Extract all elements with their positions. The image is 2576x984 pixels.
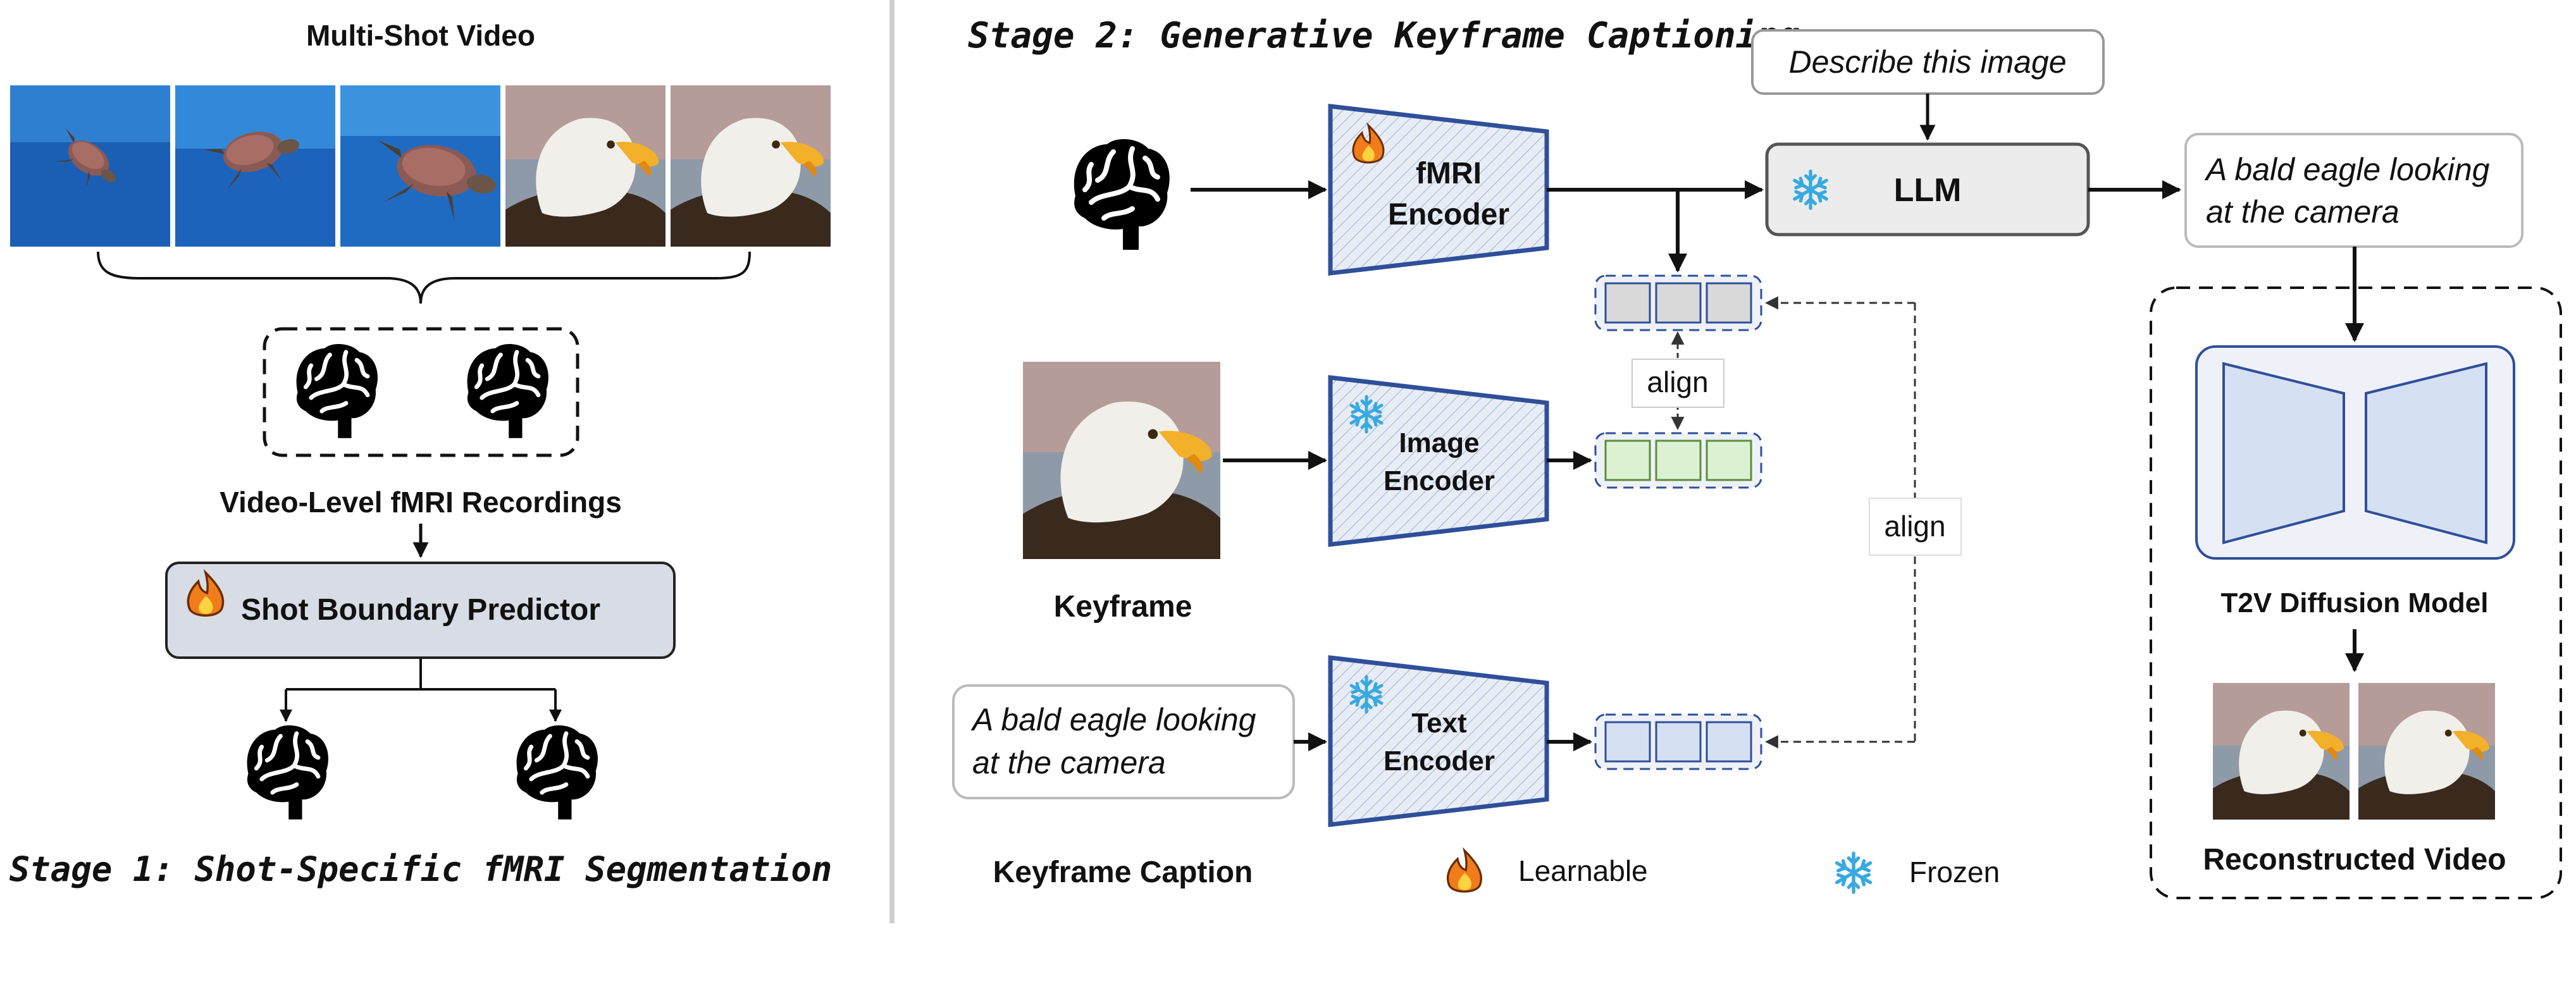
reconstructed-label: Reconstructed Video <box>2203 843 2506 876</box>
stage1-title: Stage 1: Shot-Specific fMRI Segmentation <box>9 849 832 889</box>
align-outer-box <box>1869 498 1962 556</box>
align-inner-box <box>1632 359 1725 408</box>
snowflake-icon <box>1837 853 1871 892</box>
video-frame-eagle-1 <box>505 85 666 247</box>
brain-icon <box>247 725 328 820</box>
keyframe-image <box>1023 362 1220 559</box>
video-brace <box>97 251 751 304</box>
brain-icon <box>517 725 598 820</box>
multi-shot-video-header: Multi-Shot Video <box>306 19 535 52</box>
stage2-panel: Stage 2: Generative Keyframe Captioning … <box>952 15 2562 899</box>
fmri-recordings-box <box>263 327 579 457</box>
legend-caption-label: Keyframe Caption <box>993 856 1253 889</box>
video-frame-turtle-1 <box>10 85 170 247</box>
image-tokens <box>1594 432 1762 489</box>
reconstructed-frame-2 <box>2358 683 2495 820</box>
image-encoder-label-1: Image <box>1399 427 1479 458</box>
align-inner-label: align <box>1647 366 1708 398</box>
reconstructed-frame-1 <box>2213 683 2350 820</box>
keyframe-label: Keyframe <box>1054 590 1192 624</box>
text-encoder-label-2: Encoder <box>1384 746 1495 777</box>
stage1-panel: Multi-Shot Video <box>9 19 832 889</box>
stage2-title: Stage 2: Generative Keyframe Captioning <box>968 15 1800 56</box>
image-encoder-label-2: Encoder <box>1384 465 1495 496</box>
video-frames <box>10 85 831 247</box>
brain-icon <box>297 344 378 438</box>
predictor-label: Shot Boundary Predictor <box>241 593 600 627</box>
video-frame-turtle-3 <box>340 85 502 247</box>
input-caption-line-1: A bald eagle looking <box>970 702 1256 737</box>
brain-icon <box>1074 139 1170 250</box>
output-caption-box <box>2184 133 2523 248</box>
text-encoder <box>1328 655 1549 827</box>
prompt-text: Describe this image <box>1788 44 2066 80</box>
t2v-encoder-shape <box>2222 362 2345 544</box>
brain-icon <box>468 344 548 438</box>
split-arrows <box>280 658 562 722</box>
fmri-encoder-label-1: fMRI <box>1416 157 1482 190</box>
image-encoder <box>1328 375 1549 547</box>
flame-icon <box>1446 849 1482 893</box>
fmri-encoder <box>1328 104 1549 276</box>
llm-label: LLM <box>1894 172 1962 209</box>
input-caption-line-2: at the camera <box>972 745 1166 780</box>
recordings-label: Video-Level fMRI Recordings <box>220 486 622 519</box>
legend-learnable: Learnable <box>1518 854 1648 887</box>
fmri-tokens <box>1594 274 1762 331</box>
video-frame-turtle-2 <box>175 85 335 247</box>
output-caption-line-1: A bald eagle looking <box>2204 152 2490 187</box>
output-caption-line-2: at the camera <box>2206 194 2400 230</box>
align-outer-label: align <box>1884 510 1945 543</box>
text-encoder-label-1: Text <box>1411 708 1467 739</box>
t2v-label: T2V Diffusion Model <box>2221 587 2489 618</box>
align-outer-path <box>1764 296 1916 749</box>
fmri-encoder-label-2: Encoder <box>1388 198 1509 231</box>
legend-frozen: Frozen <box>1909 856 2000 889</box>
t2v-decoder-shape <box>2365 362 2487 544</box>
video-frame-eagle-2 <box>671 85 831 247</box>
text-tokens <box>1594 713 1762 770</box>
